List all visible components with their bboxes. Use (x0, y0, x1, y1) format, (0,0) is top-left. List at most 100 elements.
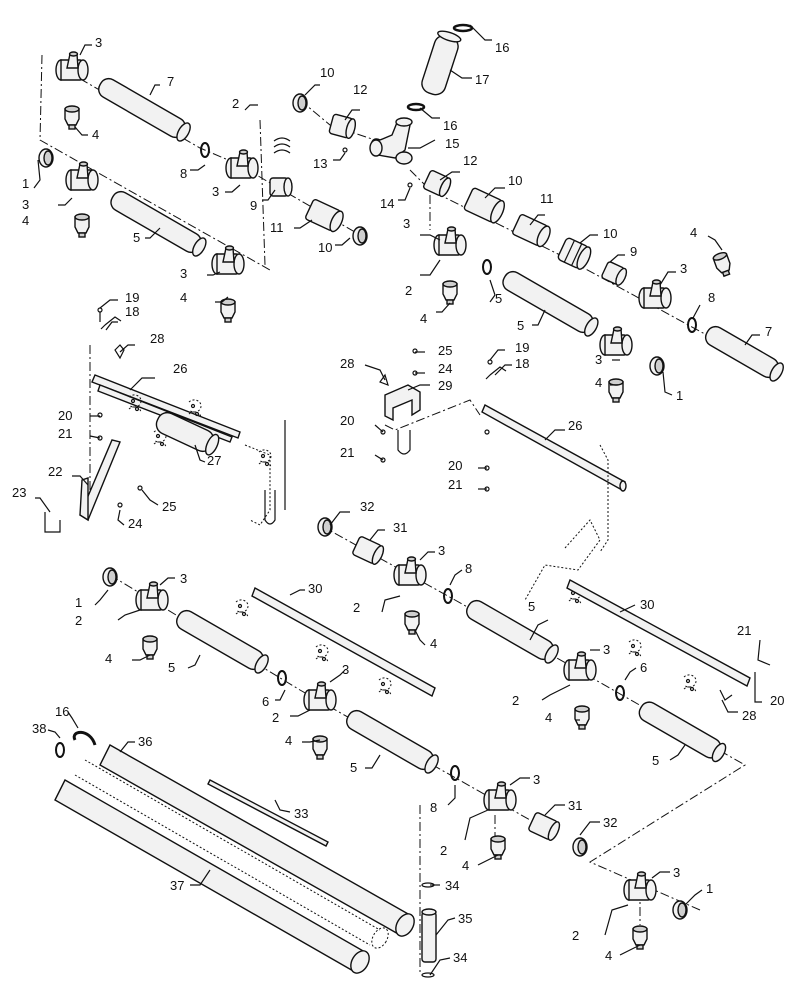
tee-fitting (483, 781, 517, 811)
callout-35: 35 (458, 911, 472, 926)
callout-5: 5 (168, 660, 175, 675)
callout-8: 8 (465, 561, 472, 576)
tee-fitting (135, 581, 169, 611)
callout-12: 12 (463, 153, 477, 168)
callout-17: 17 (475, 72, 489, 87)
tee-fitting (563, 651, 597, 681)
left-bracket-assembly (44, 307, 286, 533)
callout-3: 3 (212, 184, 219, 199)
callout-4: 4 (545, 710, 552, 725)
callout-26: 26 (568, 418, 582, 433)
callout-25: 25 (438, 343, 452, 358)
callout-32: 32 (360, 499, 374, 514)
callout-21: 21 (448, 477, 462, 492)
callout-3: 3 (595, 352, 602, 367)
callout-29: 29 (438, 378, 452, 393)
callout-10: 10 (318, 240, 332, 255)
spring (273, 137, 291, 154)
callout-3: 3 (95, 35, 102, 50)
callout-3: 3 (438, 543, 445, 558)
tube (466, 599, 559, 664)
callout-7: 7 (765, 324, 772, 339)
callout-2: 2 (232, 96, 239, 111)
callout-11: 11 (270, 220, 284, 235)
callout-16: 16 (495, 40, 509, 55)
callout-3: 3 (603, 642, 610, 657)
callout-3: 3 (533, 772, 540, 787)
clip (100, 316, 122, 330)
callout-28: 28 (340, 356, 354, 371)
callout-38: 38 (32, 721, 46, 736)
callout-21: 21 (340, 445, 354, 460)
callout-1: 1 (22, 176, 29, 191)
callout-36: 36 (138, 734, 152, 749)
callout-31: 31 (393, 520, 407, 535)
callout-5: 5 (350, 760, 357, 775)
tee-fitting (65, 161, 99, 191)
callout-16: 16 (55, 704, 69, 719)
callout-5: 5 (517, 318, 524, 333)
tee-fitting (393, 556, 427, 586)
callout-3: 3 (180, 266, 187, 281)
callout-8: 8 (430, 800, 437, 815)
callout-7: 7 (167, 74, 174, 89)
sleeve (528, 812, 561, 841)
callout-19: 19 (125, 290, 139, 305)
end-cap (38, 148, 54, 168)
pipe-section (155, 411, 220, 456)
nozzle (74, 213, 90, 238)
tube (176, 609, 269, 674)
callout-3: 3 (680, 261, 687, 276)
callout-34: 34 (453, 950, 467, 965)
callout-4: 4 (430, 636, 437, 651)
o-ring (687, 317, 697, 333)
end-cap (572, 837, 588, 857)
callout-26: 26 (173, 361, 187, 376)
callout-3: 3 (180, 571, 187, 586)
callout-10: 10 (320, 65, 334, 80)
tee-fitting (211, 245, 245, 275)
callout-4: 4 (420, 311, 427, 326)
cross-fitting (369, 117, 413, 165)
callout-24: 24 (128, 516, 142, 531)
sleeve (305, 198, 344, 233)
nozzle (574, 705, 590, 730)
callout-10: 10 (603, 226, 617, 241)
callout-37: 37 (170, 878, 184, 893)
tube (110, 190, 207, 257)
tee-fitting (55, 51, 89, 81)
nozzle (312, 735, 328, 760)
tube (98, 77, 191, 142)
callout-10: 10 (508, 173, 522, 188)
callout-28: 28 (150, 331, 164, 346)
callout-28: 28 (742, 708, 756, 723)
sleeve (463, 187, 506, 224)
sleeve (328, 113, 357, 140)
callout-2: 2 (405, 283, 412, 298)
callout-4: 4 (285, 733, 292, 748)
callout-20: 20 (58, 408, 72, 423)
adapter (557, 237, 592, 270)
end-cap (317, 517, 333, 537)
callout-18: 18 (125, 304, 139, 319)
tee-fitting (225, 149, 259, 179)
end-cap (292, 93, 308, 113)
callout-3: 3 (403, 216, 410, 231)
callout-14: 14 (380, 196, 394, 211)
callout-11: 11 (540, 191, 554, 206)
callout-24: 24 (438, 361, 452, 376)
o-ring (277, 670, 287, 686)
nozzle (442, 280, 458, 305)
o-ring (482, 259, 492, 275)
tee-fitting (623, 871, 657, 901)
callout-5: 5 (133, 230, 140, 245)
hose-section (421, 30, 462, 96)
middle-assembly (317, 517, 751, 763)
top-left-assembly (38, 51, 368, 323)
tube (502, 270, 599, 337)
callout-15: 15 (445, 136, 459, 151)
callout-18: 18 (515, 356, 529, 371)
callout-2: 2 (512, 693, 519, 708)
bushing (601, 261, 628, 286)
